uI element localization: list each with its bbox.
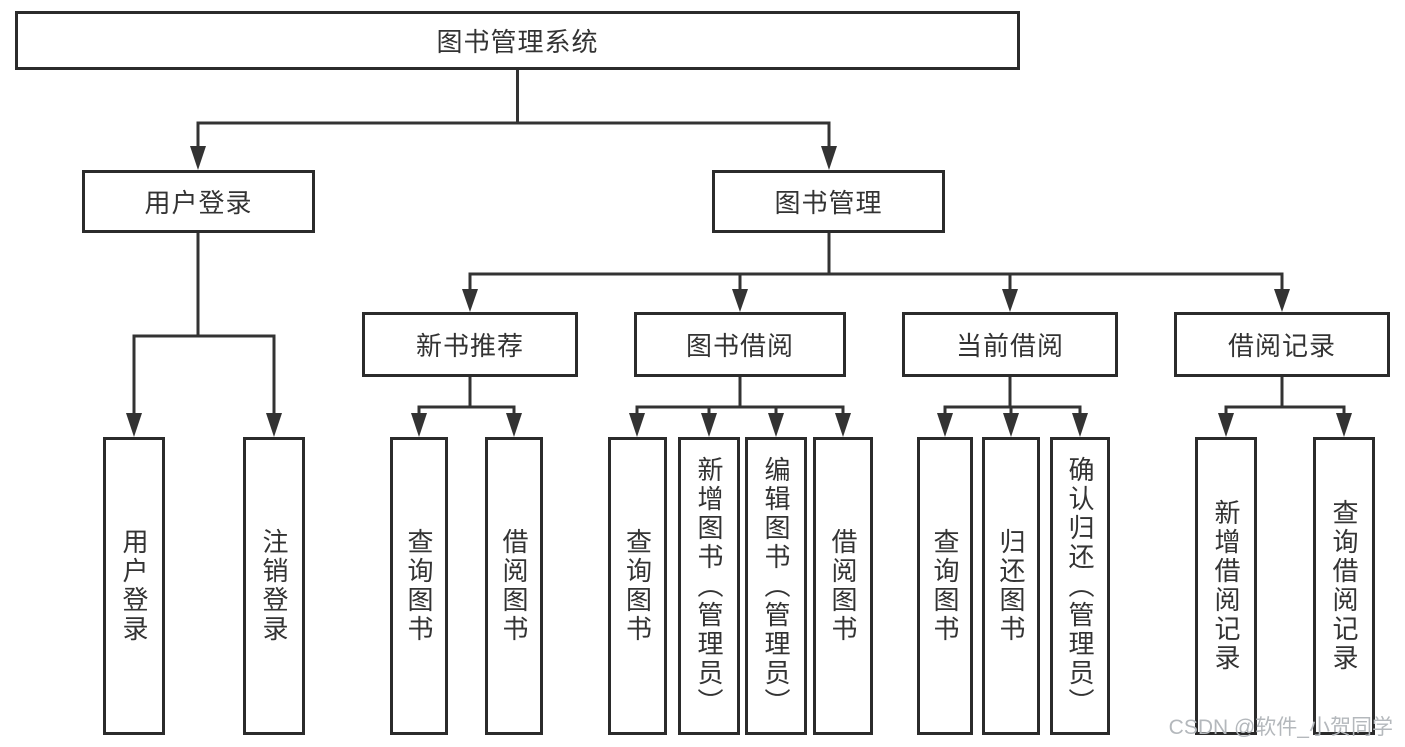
leaf-add-book-admin: 新增图书（管理员） bbox=[678, 437, 740, 735]
node-book-management: 图书管理 bbox=[712, 170, 945, 233]
leaf-logout: 注销登录 bbox=[243, 437, 305, 735]
node-new-book-recommend: 新书推荐 bbox=[362, 312, 578, 377]
leaf-confirm-return-admin: 确认归还（管理员） bbox=[1050, 437, 1110, 735]
leaf-edit-book-admin: 编辑图书（管理员） bbox=[745, 437, 807, 735]
node-borrow-record: 借阅记录 bbox=[1174, 312, 1390, 377]
node-user-login: 用户登录 bbox=[82, 170, 315, 233]
leaf-return-book: 归还图书 bbox=[982, 437, 1040, 735]
leaf-current-query-book: 查询图书 bbox=[917, 437, 973, 735]
leaf-borrow-query-book: 查询图书 bbox=[608, 437, 667, 735]
leaf-query-borrow-record: 查询借阅记录 bbox=[1313, 437, 1375, 735]
leaf-recommend-borrow-book: 借阅图书 bbox=[485, 437, 543, 735]
node-current-borrow: 当前借阅 bbox=[902, 312, 1118, 377]
node-book-borrow: 图书借阅 bbox=[634, 312, 846, 377]
node-root: 图书管理系统 bbox=[15, 11, 1020, 70]
leaf-user-login: 用户登录 bbox=[103, 437, 165, 735]
csdn-watermark: CSDN @软件_小贺同学 bbox=[1168, 716, 1393, 739]
leaf-recommend-query-book: 查询图书 bbox=[390, 437, 448, 735]
leaf-add-borrow-record: 新增借阅记录 bbox=[1195, 437, 1257, 735]
leaf-borrow-book: 借阅图书 bbox=[813, 437, 873, 735]
